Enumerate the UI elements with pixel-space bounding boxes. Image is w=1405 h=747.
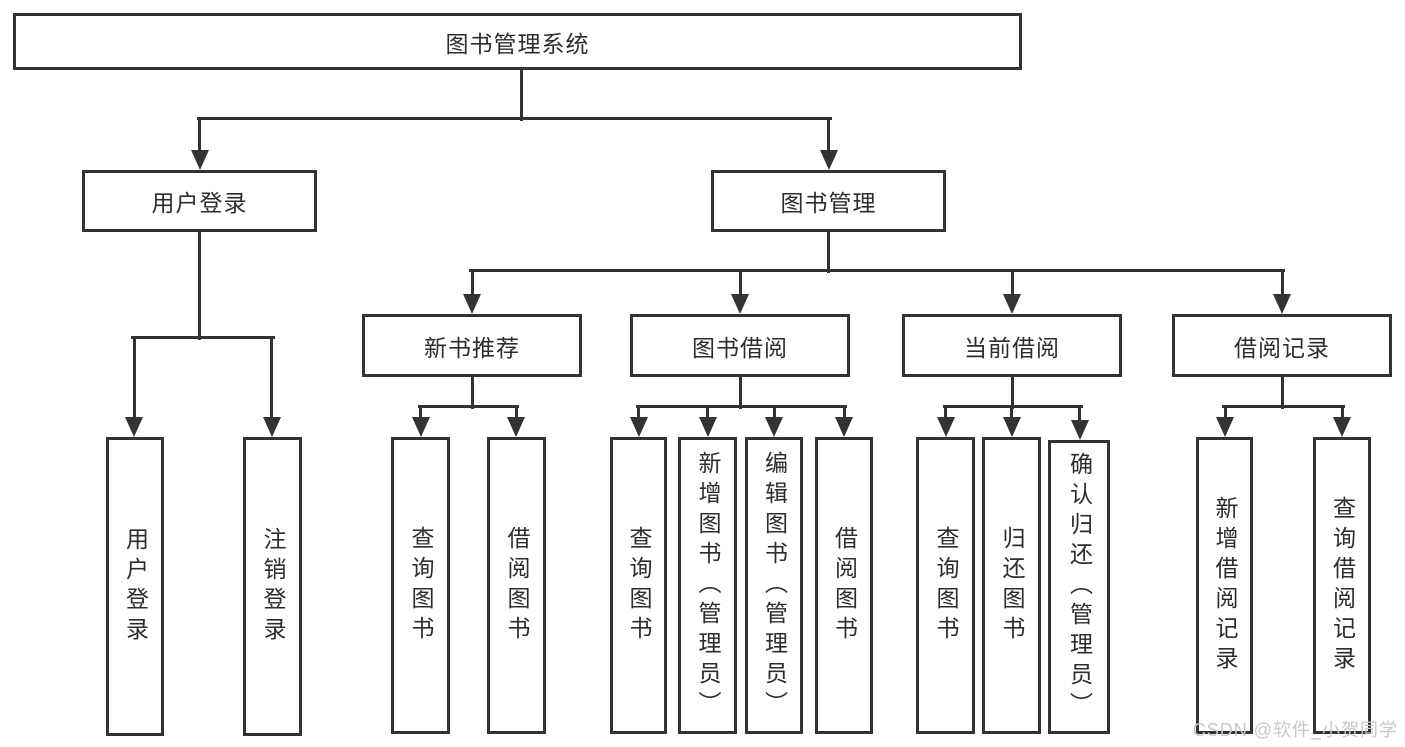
leaf-label: 新增图书（管理员） [695, 450, 721, 721]
connector-line [131, 335, 275, 339]
connector-line [270, 335, 273, 419]
arrow-down-icon [262, 417, 281, 437]
leaf-query-books: 查询图书 [391, 437, 450, 734]
connector-line [1010, 404, 1013, 419]
connector-line [1280, 268, 1284, 296]
connector-line [1280, 373, 1284, 409]
arrow-down-icon [765, 417, 783, 437]
arrow-down-icon [629, 417, 648, 437]
arrow-down-icon [190, 150, 209, 170]
node-label: 用户登录 [151, 190, 248, 216]
connector-line [419, 404, 422, 419]
leaf-edit-books-admin: 编辑图书（管理员） [745, 437, 803, 734]
connector-line [1010, 373, 1014, 409]
arrow-down-icon [819, 150, 838, 170]
arrow-down-icon [1003, 294, 1021, 314]
arrow-down-icon [463, 294, 481, 314]
node-user-login: 用户登录 [82, 170, 317, 232]
leaf-add-books-admin: 新增图书（管理员） [678, 437, 737, 734]
watermark: CSDN @软件_小贺同学 [1192, 720, 1398, 740]
leaf-query-books: 查询图书 [916, 437, 975, 734]
connector-line [1010, 268, 1014, 296]
node-borrowing-records: 借阅记录 [1172, 314, 1392, 377]
connector-line [198, 116, 201, 152]
connector-line [469, 268, 1285, 272]
connector-line [1340, 404, 1344, 419]
connector-line [738, 268, 742, 296]
leaf-label: 新增借阅记录 [1212, 495, 1238, 676]
leaf-label: 查询借阅记录 [1329, 495, 1356, 676]
leaf-user-login: 用户登录 [106, 437, 164, 736]
node-label: 新书推荐 [424, 334, 520, 361]
node-new-book-recommend: 新书推荐 [362, 314, 582, 377]
arrow-down-icon [1002, 417, 1021, 437]
leaf-label: 归还图书 [999, 525, 1025, 646]
arrow-down-icon [411, 417, 430, 437]
connector-line [944, 404, 947, 419]
connector-line [827, 116, 830, 152]
connector-line [827, 229, 830, 273]
node-current-borrowing: 当前借阅 [902, 314, 1122, 377]
connector-line [1078, 404, 1081, 422]
leaf-label: 查询图书 [933, 525, 959, 646]
node-label: 图书管理系统 [445, 30, 590, 57]
leaf-label: 借阅图书 [504, 525, 530, 646]
connector-line [1222, 404, 1345, 408]
leaf-label: 用户登录 [122, 526, 149, 647]
connector-line [514, 404, 518, 419]
leaf-borrow-books: 借阅图书 [487, 437, 546, 734]
node-label: 借阅记录 [1234, 334, 1330, 361]
leaf-label: 借阅图书 [831, 525, 858, 646]
connector-line [842, 404, 846, 419]
node-library-management-system: 图书管理系统 [13, 13, 1022, 70]
leaf-label: 查询图书 [408, 525, 434, 646]
leaf-query-borrow-record: 查询借阅记录 [1313, 437, 1371, 734]
leaf-label: 编辑图书（管理员） [761, 450, 788, 721]
node-label: 图书借阅 [692, 334, 788, 361]
connector-line [417, 404, 519, 408]
leaf-query-books: 查询图书 [610, 437, 667, 734]
arrow-down-icon [125, 417, 143, 437]
arrow-down-icon [1273, 294, 1291, 314]
leaf-add-borrow-record: 新增借阅记录 [1196, 437, 1253, 734]
leaf-label: 注销登录 [260, 526, 286, 647]
arrow-down-icon [1216, 417, 1234, 437]
arrow-down-icon [1333, 417, 1351, 437]
connector-line [1223, 404, 1227, 419]
connector-line [132, 335, 136, 419]
node-book-management: 图书管理 [711, 170, 946, 232]
arrow-down-icon [835, 417, 853, 437]
arrow-down-icon [507, 417, 525, 437]
node-label: 当前借阅 [964, 334, 1060, 361]
arrow-down-icon [731, 294, 749, 314]
connector-line [196, 116, 832, 120]
connector-line [519, 66, 523, 121]
connector-line [637, 404, 640, 419]
leaf-confirm-return-admin: 确认归还（管理员） [1048, 440, 1110, 734]
connector-line [738, 373, 742, 409]
leaf-borrow-books: 借阅图书 [815, 437, 873, 734]
leaf-logout: 注销登录 [243, 437, 302, 736]
connector-line [772, 404, 776, 419]
leaf-label: 确认归还（管理员） [1066, 452, 1093, 722]
leaf-label: 查询图书 [626, 525, 652, 646]
connector-line [470, 373, 474, 409]
connector-line [706, 404, 709, 419]
arrow-down-icon [698, 417, 717, 437]
arrow-down-icon [1070, 420, 1089, 440]
connector-line [198, 229, 201, 340]
node-label: 图书管理 [780, 190, 877, 216]
leaf-return-books: 归还图书 [982, 437, 1041, 734]
connector-line [470, 268, 474, 296]
arrow-down-icon [936, 417, 955, 437]
node-book-borrowing: 图书借阅 [630, 314, 850, 377]
